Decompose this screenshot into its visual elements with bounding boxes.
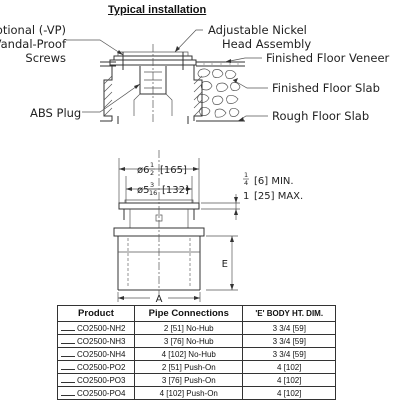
table-row: CO2500-PO4 4 [102] Push-On 4 [102] [57,386,336,400]
pipe-connection: 2 [51] Push-On [133,360,244,374]
outer-diameter-metric: [165] [160,165,187,176]
table-row: CO2500-PO2 2 [51] Push-On 4 [102] [57,360,336,374]
adjust-min-frac-den: 4 [244,179,248,187]
product-code: CO2500-NH2 [77,324,126,333]
abs-plug-label: ABS Plug [30,106,81,120]
outer-diameter-frac-den: 2 [150,169,154,177]
installation-section [100,44,245,124]
page-title: Typical installation [108,4,207,16]
dimension-labels: ø6 1 2 [165] ø5 3 16 [132] 1 4 [6] MIN. … [137,161,303,305]
veneer-texture [203,63,239,65]
header-product: Product [57,305,135,322]
inner-diameter-whole: ø5 [137,185,149,196]
product-code: CO2500-PO2 [77,363,126,372]
table-header-row: Product Pipe Connections 'E' BODY HT. DI… [57,305,336,322]
quantity-blank [61,375,75,383]
elevation-view [113,150,240,302]
quantity-blank [61,323,75,331]
product-code: CO2500-NH3 [77,337,126,346]
adjustable-head-label-line2: Head Assembly [222,37,311,51]
quantity-blank [61,349,75,357]
table-row: CO2500-NH3 3 [76] No-Hub 3 3/4 [59] [57,334,336,348]
e-dimension: 3 3/4 [59] [242,347,336,361]
dimension-a-label: A [156,294,163,305]
stone-aggregate [197,68,241,118]
product-code: CO2500-PO4 [77,389,126,398]
installation-drawing: Optional (-VP) Vandal-Proof Screws Adjus… [0,23,390,305]
table-row: CO2500-NH4 4 [102] No-Hub 3 3/4 [59] [57,347,336,361]
callout-leaders [66,29,268,122]
adjust-min-frac-num: 1 [244,171,248,179]
inner-diameter-frac-den: 16 [149,189,157,197]
e-dimension: 4 [102] [242,360,336,374]
finished-floor-veneer-label: Finished Floor Veneer [266,51,390,65]
dimension-e-label: E [222,259,228,270]
optional-vp-label-line1: Optional (-VP) [0,23,66,37]
e-dimension: 3 3/4 [59] [242,334,336,348]
adjust-min-metric: [6] MIN. [254,176,294,187]
housing-hatch [103,75,203,117]
quantity-blank [61,362,75,370]
outer-diameter-frac-num: 1 [150,161,154,169]
rough-floor-slab-label: Rough Floor Slab [272,109,369,123]
pipe-connection: 4 [102] Push-On [133,386,244,400]
adjust-max-metric: [25] MAX. [254,191,303,202]
pipe-connection: 2 [51] No-Hub [133,321,244,335]
e-dimension: 4 [102] [242,373,336,387]
pipe-connection: 3 [76] Push-On [133,373,244,387]
callout-labels: Optional (-VP) Vandal-Proof Screws Adjus… [0,23,390,123]
quantity-blank [61,336,75,344]
inner-diameter-metric: [132] [162,185,189,196]
e-dimension: 3 3/4 [59] [242,321,336,335]
finished-floor-slab-label: Finished Floor Slab [272,81,380,95]
inner-diameter-frac-num: 3 [150,181,154,189]
product-code: CO2500-NH4 [77,350,126,359]
adjustable-head-label-line1: Adjustable Nickel [208,23,307,37]
product-code: CO2500-PO3 [77,376,126,385]
optional-vp-label-line3: Screws [25,51,66,65]
outer-diameter-whole: ø6 [137,165,149,176]
pipe-connection: 4 [102] No-Hub [133,347,244,361]
table-row: CO2500-PO3 3 [76] Push-On 4 [102] [57,373,336,387]
pipe-connection: 3 [76] No-Hub [133,334,244,348]
header-e-body-height: 'E' BODY HT. DIM. [242,305,336,322]
e-dimension: 4 [102] [242,386,336,400]
product-table: Product Pipe Connections 'E' BODY HT. DI… [57,305,336,400]
quantity-blank [61,388,75,396]
header-pipe-connections: Pipe Connections [133,305,244,322]
table-row: CO2500-NH2 2 [51] No-Hub 3 3/4 [59] [57,321,336,335]
adjust-max-whole: 1 [243,191,249,202]
optional-vp-label-line2: Vandal-Proof [0,37,67,51]
